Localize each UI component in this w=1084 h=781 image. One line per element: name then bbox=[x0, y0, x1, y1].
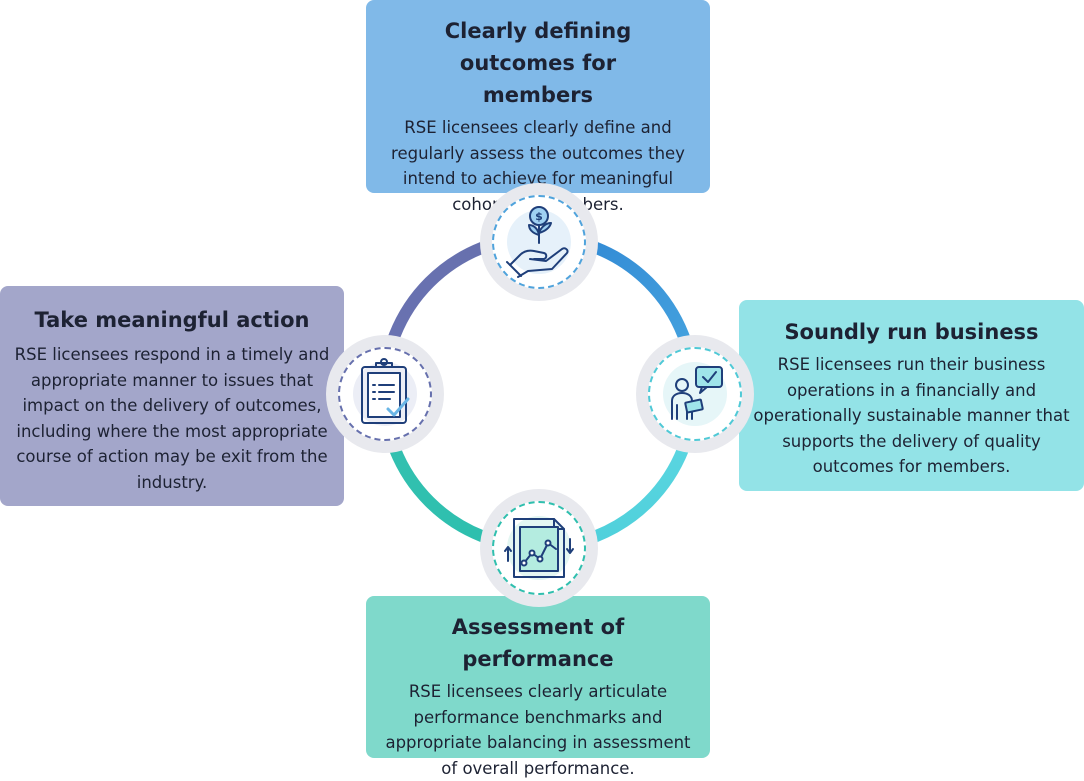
stage-box-assessment-of-performance: Assessment of performance RSE licensees … bbox=[366, 596, 710, 778]
stage-node-left bbox=[326, 335, 444, 453]
stage-node-top: $ bbox=[480, 183, 598, 301]
stage-box-take-meaningful-action: Take meaningful action RSE licensees res… bbox=[0, 286, 344, 506]
hand-plant-dollar-icon: $ bbox=[506, 206, 571, 278]
stage-box-soundly-run-business: Soundly run business RSE licensees run t… bbox=[739, 300, 1084, 491]
stage-title: Assessment of performance bbox=[451, 615, 625, 671]
clipboard-check-icon bbox=[353, 358, 417, 426]
stage-description: RSE licensees run their business operati… bbox=[753, 355, 1070, 477]
svg-text:$: $ bbox=[535, 210, 543, 223]
stage-node-right bbox=[636, 335, 754, 453]
person-presentation-check-icon bbox=[663, 362, 727, 426]
stage-node-bottom bbox=[480, 489, 598, 607]
stage-title: Clearly defining outcomes for members bbox=[444, 19, 632, 107]
stage-description: RSE licensees respond in a timely and ap… bbox=[14, 345, 330, 492]
stage-box-clearly-defining-outcomes: Clearly defining outcomes for members RS… bbox=[366, 0, 710, 214]
stage-description: RSE licensees clearly articulate perform… bbox=[385, 682, 691, 778]
stage-title: Take meaningful action bbox=[34, 308, 310, 332]
stage-title: Soundly run business bbox=[784, 320, 1039, 344]
performance-chart-icon bbox=[504, 516, 574, 580]
